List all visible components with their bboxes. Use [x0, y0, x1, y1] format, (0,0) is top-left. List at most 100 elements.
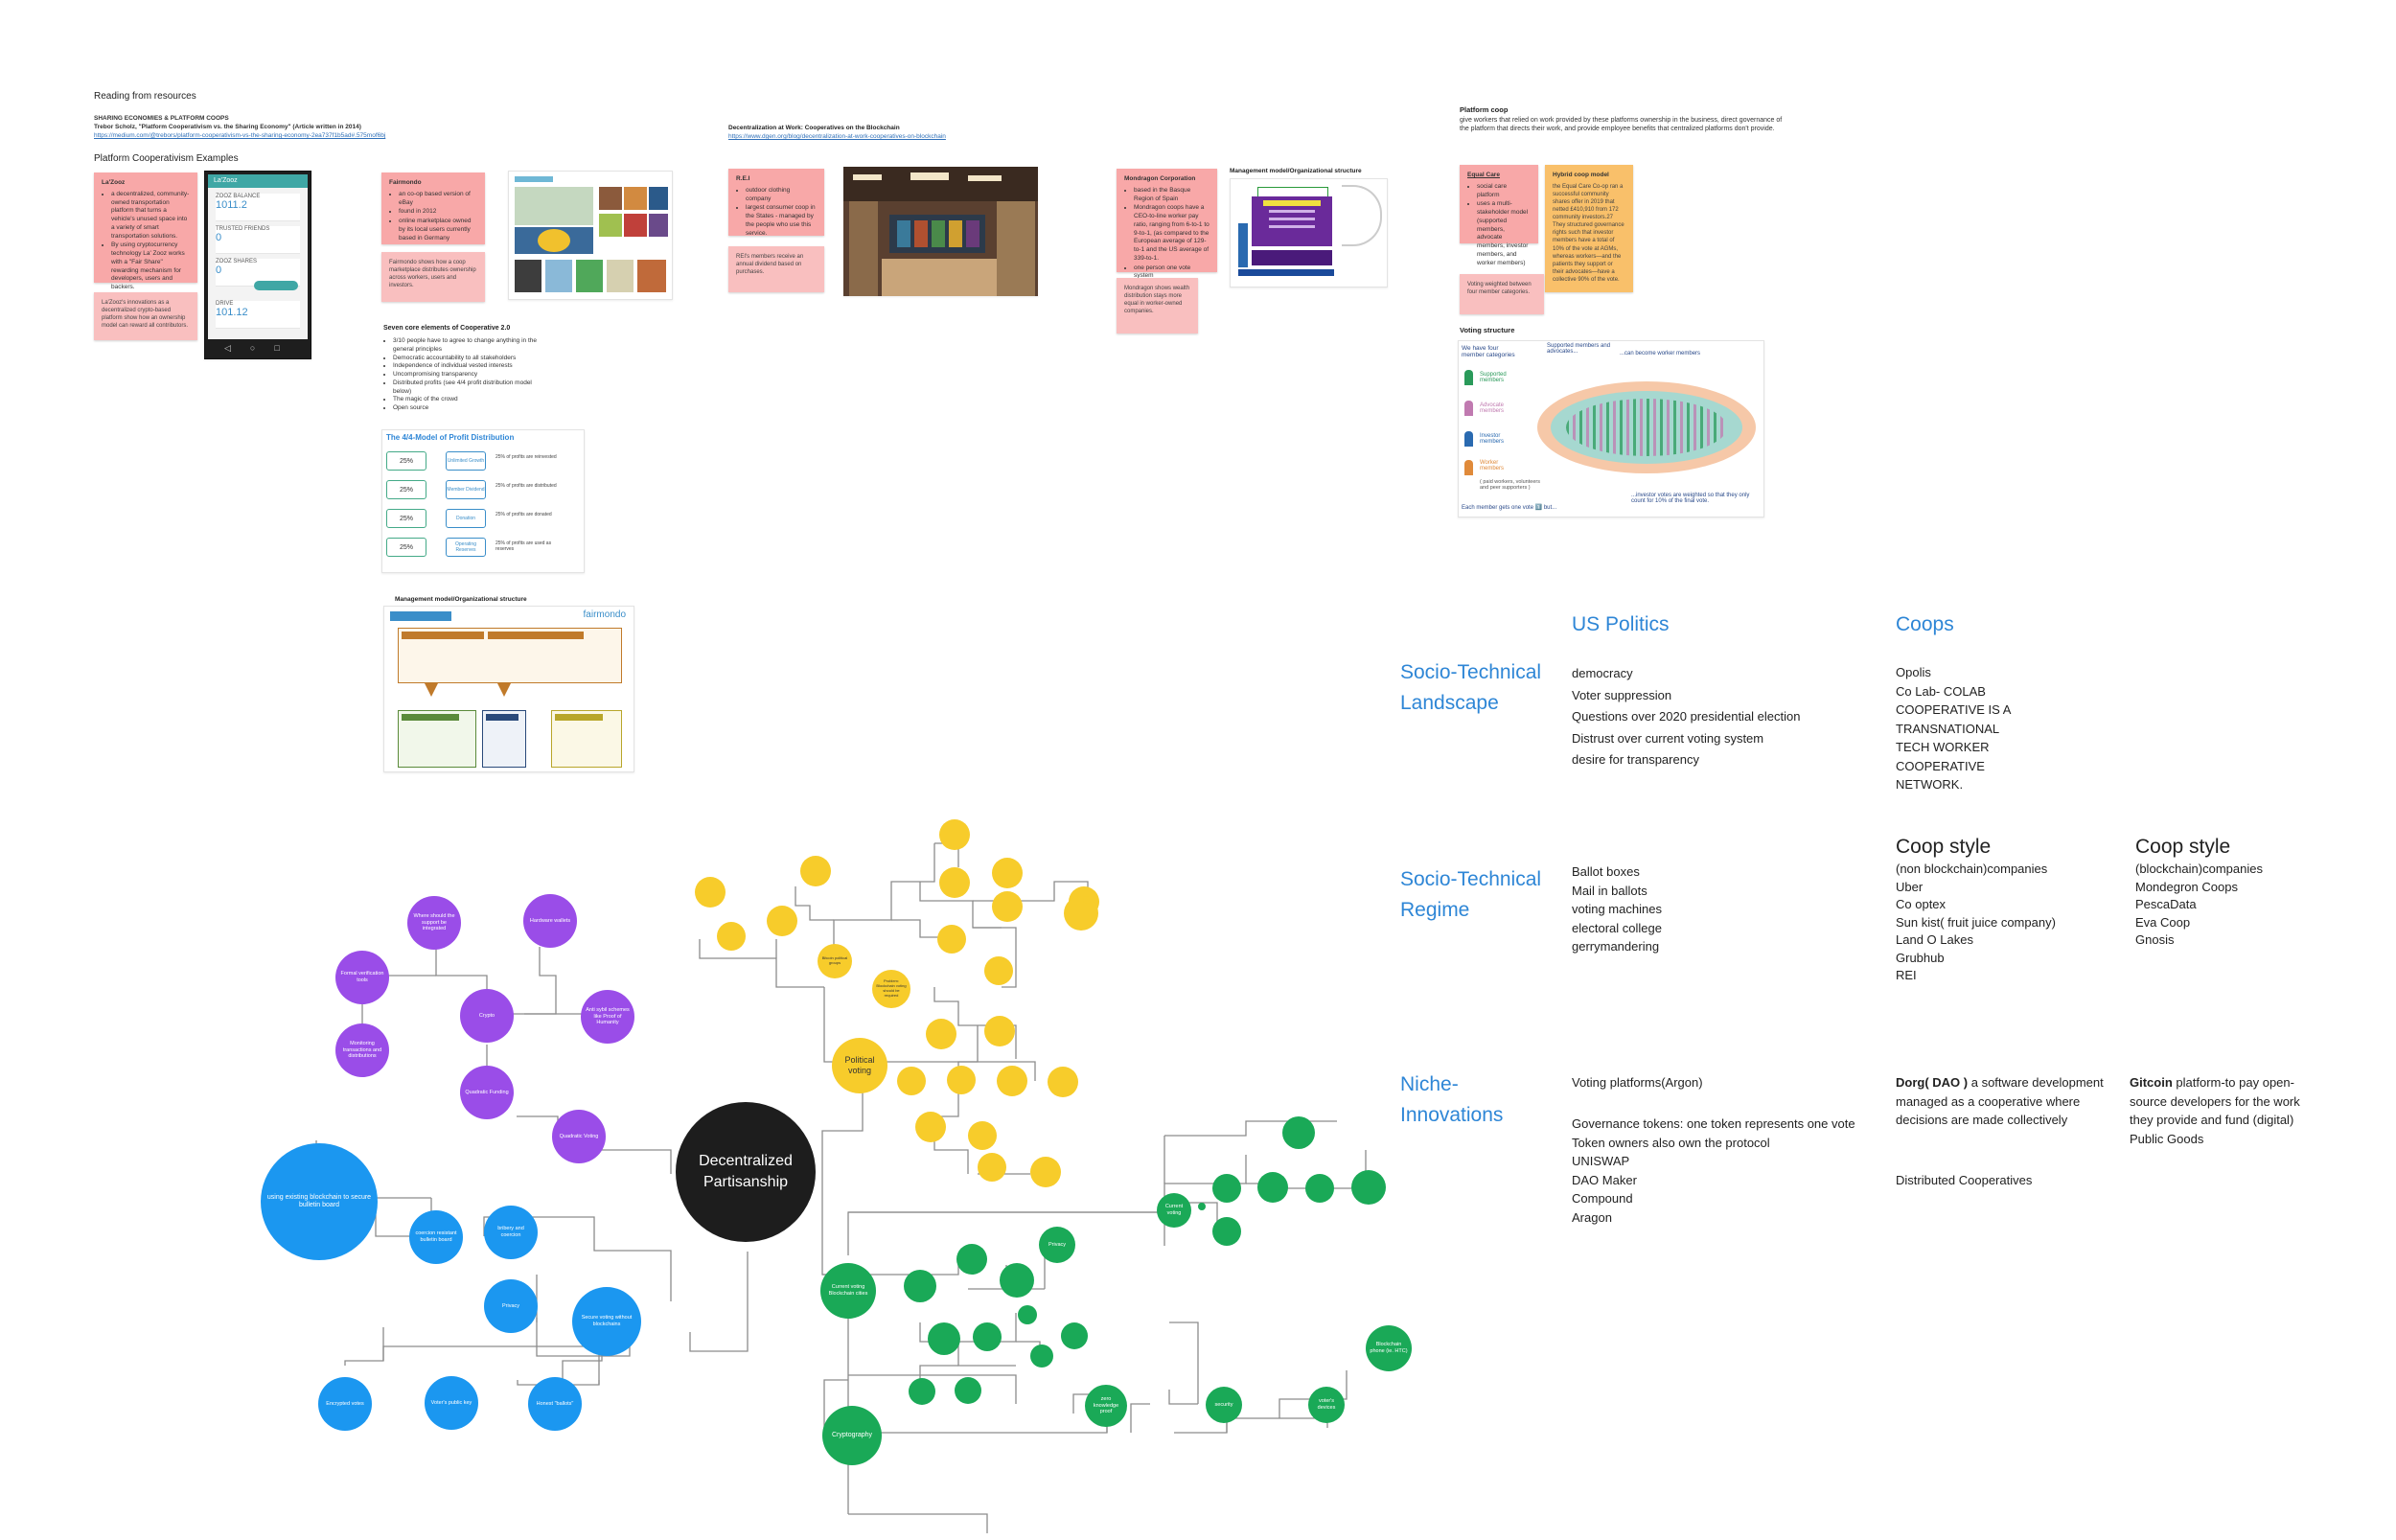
- node-current-voting-b[interactable]: Current voting: [1157, 1193, 1191, 1228]
- node-quadratic-funding[interactable]: Quadratic Funding: [460, 1066, 514, 1119]
- seven-elements-list: 3/10 people have to agree to change anyt…: [383, 337, 537, 413]
- list-item: COOPERATIVE: [1896, 758, 1985, 773]
- sharing-article-link[interactable]: https://medium.com/@trebors/platform-coo…: [94, 132, 386, 139]
- list-item: Ballot boxes: [1572, 864, 1640, 879]
- fairmondo-findings-sticky[interactable]: Fairmondo shows how a coop marketplace d…: [381, 252, 485, 302]
- lazooz-findings-sticky[interactable]: La'Zooz's innovations as a decentralized…: [94, 292, 197, 340]
- list-item: Aragon: [1572, 1209, 1612, 1225]
- node-purple-b[interactable]: Monitoring transactions and distribution…: [335, 1023, 389, 1077]
- node-security[interactable]: security: [1206, 1387, 1242, 1423]
- fairmondo-logo: fairmondo: [583, 609, 626, 620]
- node-secure-voting[interactable]: Secure voting without blockchains: [572, 1287, 641, 1356]
- phone-nav-icons: ◁○□: [224, 343, 299, 353]
- profit-bucket: Operating Reserves: [446, 538, 486, 557]
- node-blockchain-phone[interactable]: Blockchain phone (ie. HTC): [1366, 1325, 1412, 1371]
- coop-style-a-title: Coop style: [1896, 836, 1992, 858]
- sharing-article-title: Trebor Scholz, "Platform Cooperativism v…: [94, 124, 361, 130]
- node-yellow: [1048, 1067, 1078, 1097]
- node-honest-ballots[interactable]: Honest "ballots": [528, 1377, 582, 1431]
- decentral-article-link[interactable]: https://www.dgen.org/blog/decentralizati…: [728, 133, 946, 140]
- node-existing-blockchain[interactable]: using existing blockchain to secure bull…: [261, 1143, 378, 1260]
- node-voters-devices[interactable]: voter's devices: [1308, 1387, 1345, 1423]
- seven-element-item: The magic of the crowd: [393, 396, 537, 404]
- fairmondo-mgmt-title: Management model/Organizational structur…: [395, 596, 527, 603]
- gitcoin-text: Gitcoin platform-to pay open-source deve…: [2130, 1075, 2300, 1146]
- node-encrypted-votes[interactable]: Encrypted votes: [318, 1377, 372, 1431]
- node-bitcoin-political[interactable]: Bitcoin political groups: [818, 944, 852, 978]
- hybrid-coop-sticky[interactable]: Hybrid coop model the Equal Care Co-op r…: [1545, 165, 1633, 292]
- equalcare-findings-sticky[interactable]: Voting weighted between four member cate…: [1460, 274, 1544, 314]
- lazooz-sticky[interactable]: La'Zooz a decentralized, community-owned…: [94, 172, 197, 290]
- node-yellow: [997, 1066, 1027, 1096]
- node-current-voting-blockchain[interactable]: Current voting Blockchain cities: [820, 1263, 876, 1319]
- mondragon-org-chart: [1230, 178, 1388, 287]
- node-green: [955, 1377, 981, 1404]
- list-item: Eva Coop: [2135, 914, 2191, 930]
- voting-structure-illustration: We have four member categories Supported…: [1458, 340, 1764, 517]
- rei-findings-sticky[interactable]: REI's members receive an annual dividend…: [728, 246, 824, 292]
- profit-desc: 25% of profits are distributed: [495, 483, 557, 489]
- lazooz-point: By using cryptocurrency technology La' Z…: [111, 241, 190, 292]
- regime-us-list: Ballot boxes Mail in ballots voting mach…: [1572, 862, 1662, 956]
- list-item: Gnosis: [2135, 932, 2175, 947]
- list-item: Grubhub: [1896, 950, 1945, 965]
- rei-point: outdoor clothing company: [746, 187, 817, 204]
- mondragon-findings-sticky[interactable]: Mondragon shows wealth distribution stay…: [1117, 278, 1198, 333]
- node-green: [1198, 1203, 1206, 1210]
- node-green: [904, 1270, 936, 1302]
- mondragon-point: one person one vote system: [1134, 264, 1210, 282]
- node-purple-a[interactable]: Where should the support be integrated: [407, 896, 461, 950]
- profit-desc: 25% of profits are used as reserves: [495, 540, 552, 553]
- node-proof-of-humanity[interactable]: Anti sybil schemes like Proof of Humanit…: [581, 990, 634, 1044]
- node-yellow: [695, 877, 726, 908]
- phone-share-button[interactable]: [254, 281, 298, 290]
- node-quadratic-voting[interactable]: Quadratic Voting: [552, 1110, 606, 1163]
- node-formal-verification[interactable]: Formal verification tools: [335, 951, 389, 1004]
- list-item: Co Lab- COLAB: [1896, 683, 1986, 699]
- node-yellow: [947, 1066, 976, 1094]
- hybrid-title: Hybrid coop model: [1553, 172, 1609, 178]
- coop-style-a-list: (non blockchain)companies Uber Co optex …: [1896, 861, 2056, 985]
- landscape-us-list: democracy Voter suppression Questions ov…: [1572, 663, 1800, 771]
- node-privacy-blue[interactable]: Privacy: [484, 1279, 538, 1333]
- list-item: Governance tokens: one token represents …: [1572, 1116, 1855, 1131]
- node-hardware-wallets[interactable]: Hardware wallets: [523, 894, 577, 948]
- node-bribery-coercion[interactable]: bribery and coercion: [484, 1206, 538, 1259]
- node-green: [1030, 1345, 1053, 1368]
- node-political-voting[interactable]: Political voting: [832, 1038, 887, 1093]
- rei-sticky[interactable]: R.E.I outdoor clothing company largest c…: [728, 169, 824, 237]
- node-green: [1257, 1172, 1288, 1203]
- profit-distribution-card: The 4/4-Model of Profit Distribution 25%…: [381, 429, 585, 573]
- mondragon-mgmt-title: Management model/Organizational structur…: [1230, 168, 1362, 174]
- node-coercion-resistant[interactable]: coercion resistant bulletin board: [409, 1210, 463, 1264]
- list-item: Mail in ballots: [1572, 883, 1647, 898]
- center-node-decentralized-partisanship[interactable]: Decentralized Partisanship: [676, 1102, 816, 1242]
- list-item: TRANSNATIONAL: [1896, 721, 2000, 736]
- list-item: (non blockchain)companies: [1896, 862, 2048, 876]
- voting-structure-title: Voting structure: [1460, 326, 1515, 334]
- node-green: [928, 1322, 960, 1355]
- coop-style-b-list: (blockchain)companies Mondegron Coops Pe…: [2135, 861, 2263, 950]
- list-item: (blockchain)companies: [2135, 862, 2263, 876]
- org-tab: [390, 611, 451, 621]
- node-cryptography[interactable]: Cryptography: [822, 1406, 882, 1465]
- list-item: desire for transparency: [1572, 752, 1699, 767]
- mondragon-sticky[interactable]: Mondragon Corporation based in the Basqu…: [1117, 169, 1217, 279]
- equalcare-sticky[interactable]: Equal Care social care platform uses a m…: [1460, 165, 1538, 266]
- lazooz-point: a decentralized, community-owned transpo…: [111, 191, 190, 241]
- node-green: [909, 1378, 935, 1405]
- node-problem-blockchain-voting[interactable]: Problem: Blockchain voting should be req…: [872, 970, 910, 1008]
- node-privacy-green[interactable]: Privacy: [1039, 1227, 1075, 1263]
- voting-note: ( paid workers, volunteers and peer supp…: [1480, 479, 1540, 491]
- node-zero-knowledge[interactable]: zero knowledge proof: [1085, 1385, 1127, 1427]
- list-item: Land O Lakes: [1896, 932, 1973, 947]
- node-crypto[interactable]: Crypto: [460, 989, 514, 1043]
- fairmondo-sticky[interactable]: Fairmondo an co-op based version of eBay…: [381, 172, 485, 244]
- list-item: NETWORK.: [1896, 777, 1964, 792]
- row-niche-label: Niche-Innovations: [1400, 1073, 1504, 1126]
- list-item: PescaData: [2135, 897, 2197, 911]
- voting-investor-note: ...investor votes are weighted so that t…: [1631, 493, 1750, 504]
- node-voter-public-key[interactable]: Voter's public key: [425, 1376, 478, 1430]
